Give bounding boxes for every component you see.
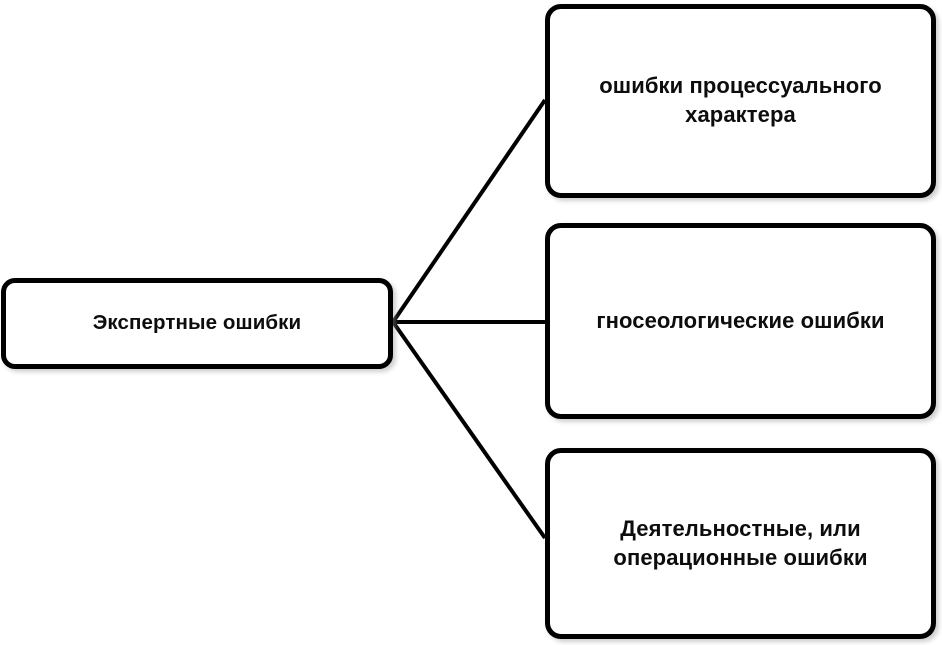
node-child-operational-errors[interactable]: Деятельностные, или операционные ошибки <box>545 448 936 639</box>
connector-root-to-child-0 <box>391 98 547 324</box>
node-child-procedural-errors-label: ошибки процессуального характера <box>599 73 882 127</box>
node-child-epistemological-errors-label: гносеологические ошибки <box>596 307 885 333</box>
node-child-epistemological-errors[interactable]: гносеологические ошибки <box>545 223 936 419</box>
node-root-label: Экспертные ошибки <box>92 311 302 335</box>
node-root[interactable]: Экспертные ошибки <box>1 278 393 369</box>
node-child-procedural-errors[interactable]: ошибки процессуального характера <box>545 4 936 198</box>
connector-root-to-child-2 <box>391 320 547 540</box>
node-child-operational-errors-label: Деятельностные, или операционные ошибки <box>613 515 868 570</box>
